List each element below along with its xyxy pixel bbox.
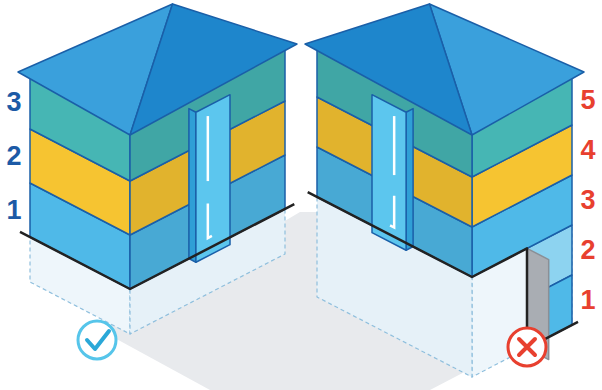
door-window (393, 116, 396, 175)
house-five-floors (305, 4, 584, 377)
door-side (406, 109, 413, 251)
door (196, 95, 230, 263)
ground-line (308, 192, 578, 348)
cross-icon (508, 328, 546, 366)
ground-line (20, 204, 294, 289)
floor-number: 3 (6, 89, 21, 116)
floor-number: 1 (6, 197, 21, 224)
floor-number: 2 (580, 237, 595, 264)
door-window (208, 204, 212, 239)
roof (130, 4, 297, 135)
floor-number: 3 (580, 187, 595, 214)
house-three-floors (18, 4, 297, 334)
floor-number: 4 (580, 137, 595, 164)
door-side (189, 109, 196, 263)
floor-number: 1 (580, 287, 595, 314)
roof (305, 4, 472, 135)
door-window (390, 196, 394, 228)
floor-number: 5 (580, 87, 595, 114)
floor-number: 2 (6, 143, 21, 170)
door-window (207, 116, 210, 181)
check-icon (78, 321, 116, 359)
